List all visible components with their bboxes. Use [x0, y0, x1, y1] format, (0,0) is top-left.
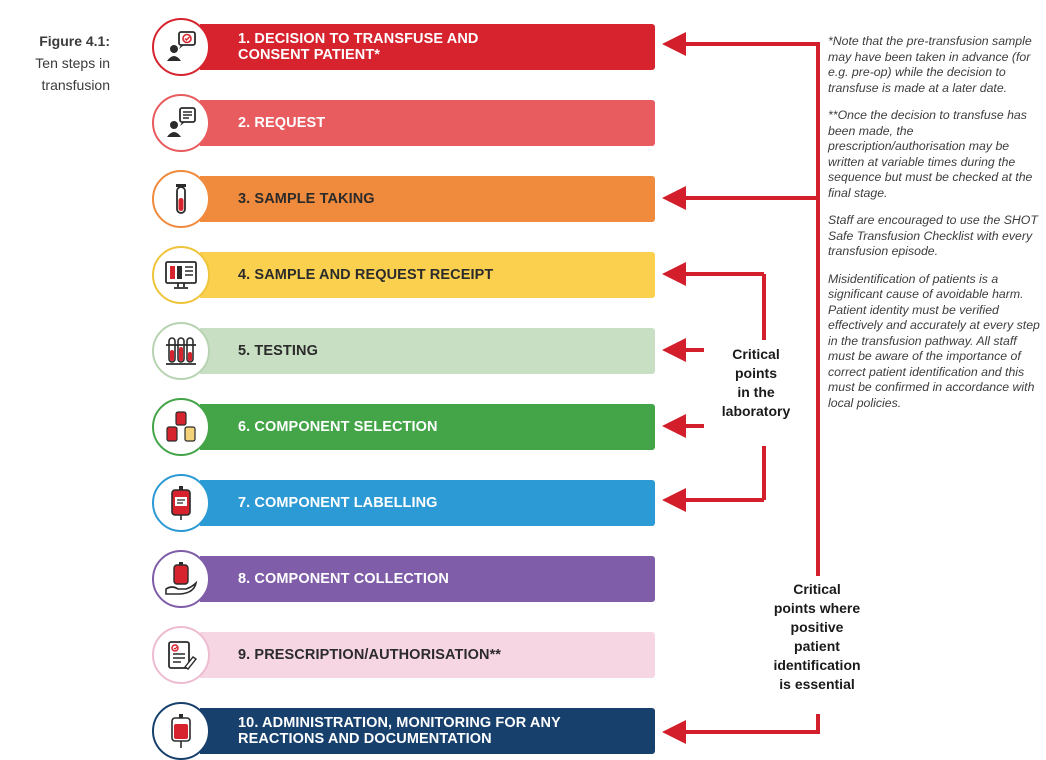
- step-6-bar: 6. COMPONENT SELECTION: [200, 404, 655, 450]
- critical-points-identification-label: Critical points where positive patient i…: [752, 580, 882, 694]
- step-label: 2. REQUEST: [238, 115, 326, 131]
- step-label: 9. PRESCRIPTION/AUTHORISATION**: [238, 647, 502, 663]
- step-label: 6. COMPONENT SELECTION: [238, 419, 438, 435]
- person-consent-icon: [152, 18, 210, 76]
- computer-monitor-icon: [152, 246, 210, 304]
- figure-title-line-1: Ten steps in: [35, 55, 110, 71]
- figure-label: Figure 4.1:: [39, 33, 110, 49]
- step-label: 8. COMPONENT COLLECTION: [238, 571, 449, 587]
- sample-tube-icon: [152, 170, 210, 228]
- blood-bag-label-icon: [152, 474, 210, 532]
- figure-title-line-2: transfusion: [41, 77, 110, 93]
- notes-panel: *Note that the pre-transfusion sample ma…: [828, 34, 1046, 423]
- note-pre-transfusion-sample: *Note that the pre-transfusion sample ma…: [828, 34, 1032, 95]
- note-misidentification: Misidentification of patients is a signi…: [828, 271, 1040, 410]
- step-7-bar: 7. COMPONENT LABELLING: [200, 480, 655, 526]
- step-label: 1. DECISION TO TRANSFUSE AND CONSENT PAT…: [238, 31, 479, 63]
- blood-bag-drip-icon: [152, 702, 210, 760]
- person-request-icon: [152, 94, 210, 152]
- prescription-form-icon: [152, 626, 210, 684]
- blood-bag-hand-icon: [152, 550, 210, 608]
- test-tubes-rack-icon: [152, 322, 210, 380]
- step-label: 7. COMPONENT LABELLING: [238, 495, 438, 511]
- blood-components-icon: [152, 398, 210, 456]
- step-5-bar: 5. TESTING: [200, 328, 655, 374]
- step-9-bar: 9. PRESCRIPTION/AUTHORISATION**: [200, 632, 655, 678]
- figure-caption: Figure 4.1: Ten steps in transfusion: [0, 30, 110, 96]
- step-label: 4. SAMPLE AND REQUEST RECEIPT: [238, 267, 494, 283]
- step-label: 10. ADMINISTRATION, MONITORING FOR ANY R…: [238, 715, 561, 747]
- note-prescription-authorisation: **Once the decision to transfuse has bee…: [828, 108, 1033, 200]
- step-label: 5. TESTING: [238, 343, 318, 359]
- step-8-bar: 8. COMPONENT COLLECTION: [200, 556, 655, 602]
- step-label: 3. SAMPLE TAKING: [238, 191, 375, 207]
- step-10-bar: 10. ADMINISTRATION, MONITORING FOR ANY R…: [200, 708, 655, 754]
- note-safe-transfusion-checklist: Staff are encouraged to use the SHOT Saf…: [828, 213, 1038, 258]
- critical-points-laboratory-label: Critical points in the laboratory: [706, 345, 806, 421]
- step-1-bar: 1. DECISION TO TRANSFUSE AND CONSENT PAT…: [200, 24, 655, 70]
- step-2-bar: 2. REQUEST: [200, 100, 655, 146]
- step-4-bar: 4. SAMPLE AND REQUEST RECEIPT: [200, 252, 655, 298]
- step-3-bar: 3. SAMPLE TAKING: [200, 176, 655, 222]
